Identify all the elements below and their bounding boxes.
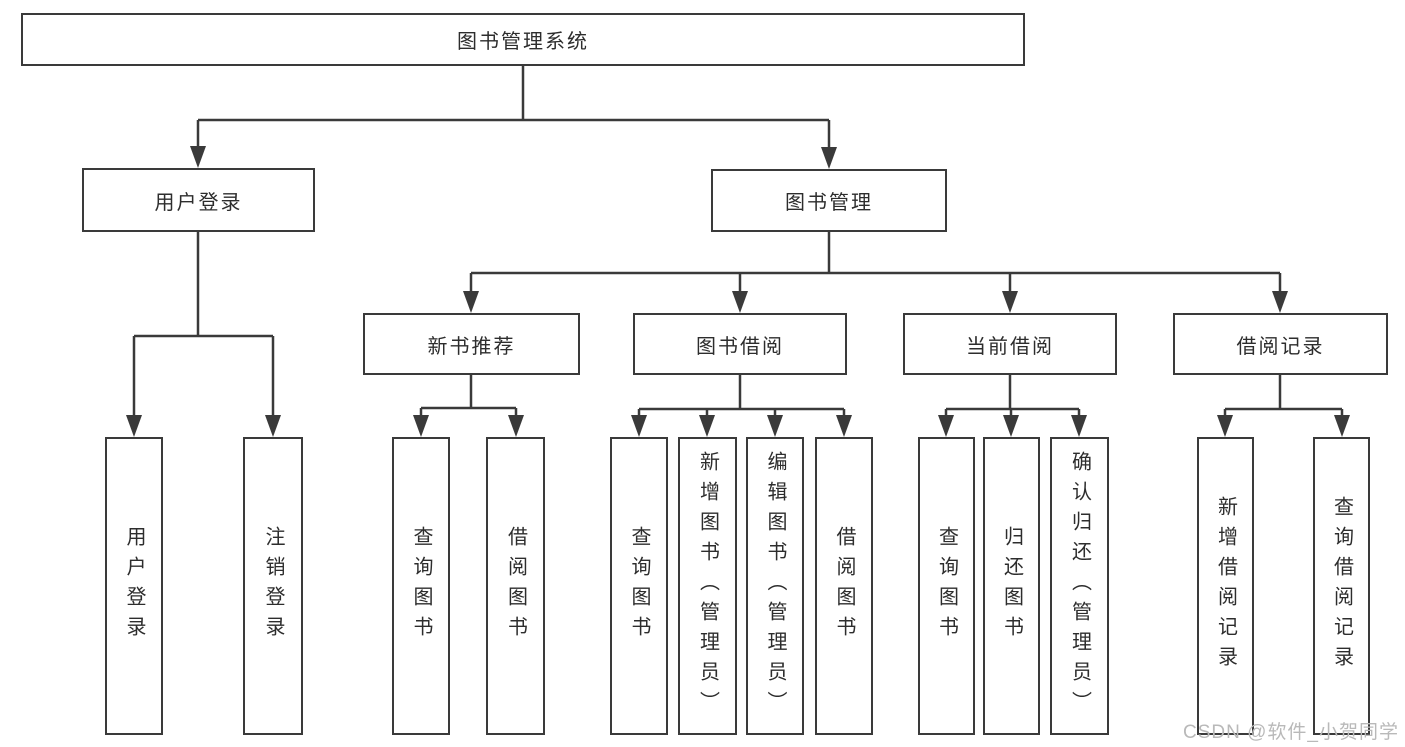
node-label: 新增图书（管理员） <box>696 451 719 721</box>
node-label: 归还图书 <box>1000 526 1023 646</box>
node-label: 图书管理 <box>785 192 873 214</box>
node-book-borrow: 图书借阅 <box>633 313 847 375</box>
leaf-borrow-books: 借阅图书 <box>815 437 873 735</box>
connector-current-borrow-to-leaves <box>938 375 1087 437</box>
node-label: 确认归还（管理员） <box>1068 451 1091 721</box>
node-label: 查询图书 <box>410 526 432 646</box>
leaf-add-book-admin: 新增图书（管理员） <box>678 437 737 735</box>
connector-book-borrow-to-leaves <box>631 375 852 437</box>
connector-new-book-recommend-to-leaves <box>413 375 524 437</box>
leaf-query-borrow-record: 查询借阅记录 <box>1313 437 1370 735</box>
node-label: 新增借阅记录 <box>1214 496 1237 676</box>
leaf-query-books-recommend: 查询图书 <box>392 437 450 735</box>
connector-book-management-to-level3 <box>463 232 1288 313</box>
node-label: 图书管理系统 <box>457 31 589 53</box>
leaf-borrow-books-recommend: 借阅图书 <box>486 437 545 735</box>
connector-user-login-to-leaves <box>126 232 281 437</box>
connector-root-to-level2 <box>190 66 837 169</box>
node-label: 当前借阅 <box>966 335 1054 358</box>
node-label: 用户登录 <box>154 191 243 214</box>
node-label: 新书推荐 <box>427 335 516 358</box>
leaf-add-borrow-record: 新增借阅记录 <box>1197 437 1254 735</box>
node-new-book-recommend: 新书推荐 <box>363 313 580 375</box>
leaf-query-books-borrow: 查询图书 <box>610 437 668 735</box>
node-current-borrow: 当前借阅 <box>903 313 1117 375</box>
node-label: 注销登录 <box>262 526 284 646</box>
node-label: 用户登录 <box>123 526 145 646</box>
leaf-user-login: 用户登录 <box>105 437 163 735</box>
leaf-return-books: 归还图书 <box>983 437 1040 735</box>
node-user-login: 用户登录 <box>82 168 315 232</box>
leaf-logout: 注销登录 <box>243 437 303 735</box>
leaf-confirm-return-admin: 确认归还（管理员） <box>1050 437 1109 735</box>
node-label: 查询图书 <box>935 526 958 646</box>
node-book-management: 图书管理 <box>711 169 947 232</box>
node-label: 借阅图书 <box>504 526 527 646</box>
node-label: 查询图书 <box>628 526 650 646</box>
connector-borrow-records-to-leaves <box>1217 375 1350 437</box>
node-label: 图书借阅 <box>696 335 784 358</box>
node-label: 查询借阅记录 <box>1330 496 1353 676</box>
node-label: 借阅图书 <box>833 526 855 646</box>
node-borrow-records: 借阅记录 <box>1173 313 1388 375</box>
node-label: 借阅记录 <box>1236 335 1325 358</box>
node-root-library-management-system: 图书管理系统 <box>21 13 1025 66</box>
csdn-watermark: CSDN @软件_小贺同学 <box>1183 722 1399 743</box>
node-label: 编辑图书（管理员） <box>764 451 786 721</box>
leaf-query-books-current: 查询图书 <box>918 437 975 735</box>
leaf-edit-book-admin: 编辑图书（管理员） <box>746 437 804 735</box>
